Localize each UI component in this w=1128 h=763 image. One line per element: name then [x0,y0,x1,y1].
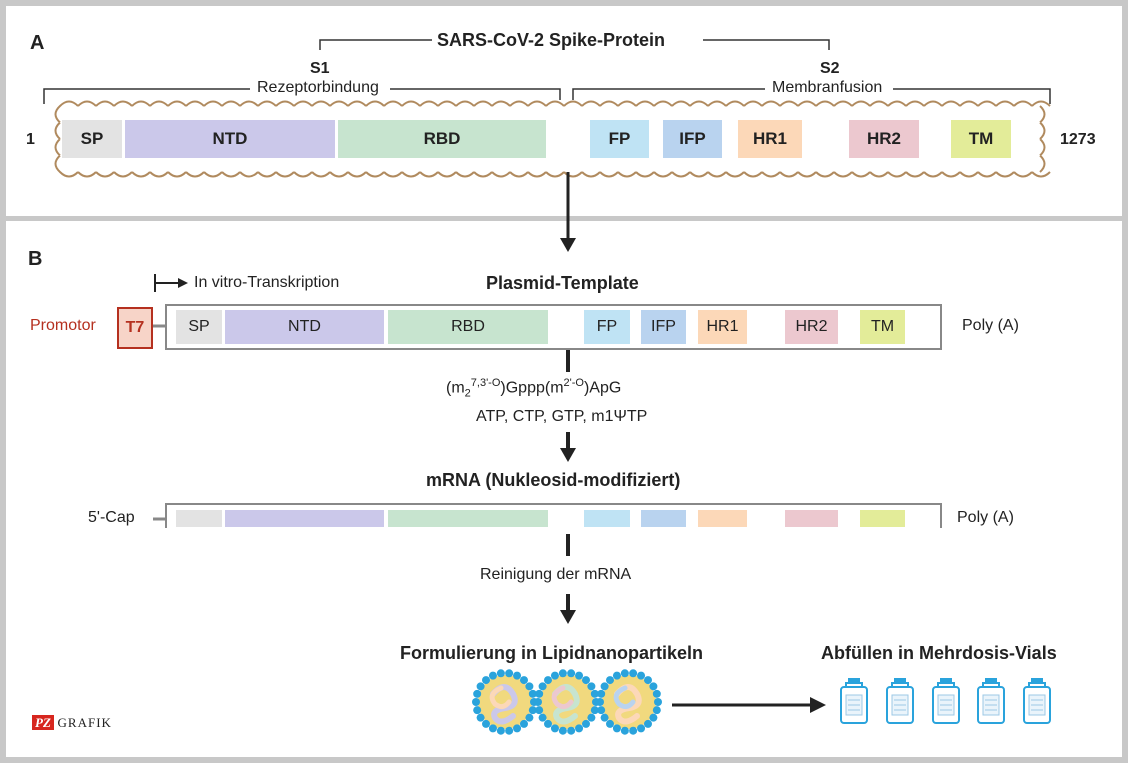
transcription-label: In vitro-Transkription [194,274,340,291]
domain-ntd: NTD [125,120,335,158]
mrna-fp [584,510,630,527]
mrna-hr1 [698,510,747,527]
mrna-title: mRNA (Nukleosid-modifiziert) [426,470,681,490]
s1-label: S1 [310,60,330,77]
nucleotides-label: ATP, CTP, GTP, m1ΨTP [476,408,648,425]
plasmid-sp: SP [176,310,222,344]
vial-icon [931,677,961,724]
cap-analog-formula: (m27,3'-O)Gppp(m2'-O)ApG [446,377,622,400]
vial-icon [976,677,1006,724]
plasmid-hr2: HR2 [785,310,838,344]
plasmid-ifp: IFP [641,310,686,344]
poly-a-plasmid: Poly (A) [962,317,1019,334]
mrna-hr2 [785,510,838,527]
plasmid-rbd: RBD [388,310,548,344]
domain-hr1: HR1 [738,120,802,158]
pz-logo-mark: PZ [32,715,54,730]
lnp-particle [472,669,538,735]
vial-icon [885,677,915,724]
mrna-ifp [641,510,686,527]
s1-sublabel: Rezeptorbindung [257,79,379,96]
plasmid-ntd: NTD [225,310,384,344]
domain-sp: SP [62,120,122,158]
promotor-label: Promotor [30,317,96,334]
mrna-ntd [225,510,384,527]
panel-divider [6,216,1122,221]
t7-promotor-box: T7 [117,307,153,349]
domain-ifp: IFP [663,120,722,158]
domain-fp: FP [590,120,649,158]
sequence-end: 1273 [1060,131,1096,148]
domain-rbd: RBD [338,120,546,158]
domain-tm: TM [951,120,1011,158]
pz-logo-text: GRAFIK [57,715,112,730]
poly-a-mrna: Poly (A) [957,509,1014,526]
lnp-particle [596,669,662,735]
mrna-tm [860,510,905,527]
s2-label: S2 [820,60,840,77]
plasmid-fp: FP [584,310,630,344]
purification-label: Reinigung der mRNA [480,566,632,583]
sequence-start: 1 [26,131,35,148]
panel-b-label: B [28,248,43,270]
vial-icon [839,677,869,724]
mrna-rbd [388,510,548,527]
pz-grafik-logo: PZ GRAFIK [32,715,112,731]
plasmid-tm: TM [860,310,905,344]
domain-hr2: HR2 [849,120,919,158]
s2-sublabel: Membranfusion [772,79,883,96]
panel-a-label: A [30,32,45,54]
vials-title: Abfüllen in Mehrdosis-Vials [821,643,1057,663]
plasmid-hr1: HR1 [698,310,747,344]
spike-protein-title: SARS-CoV-2 Spike-Protein [437,30,666,50]
mrna-sp [176,510,222,527]
five-prime-cap-label: 5'-Cap [88,509,135,526]
lnp-title: Formulierung in Lipidnanopartikeln [400,643,704,663]
plasmid-title: Plasmid-Template [486,273,639,293]
lnp-particle [534,669,600,735]
vial-icon [1022,677,1052,724]
